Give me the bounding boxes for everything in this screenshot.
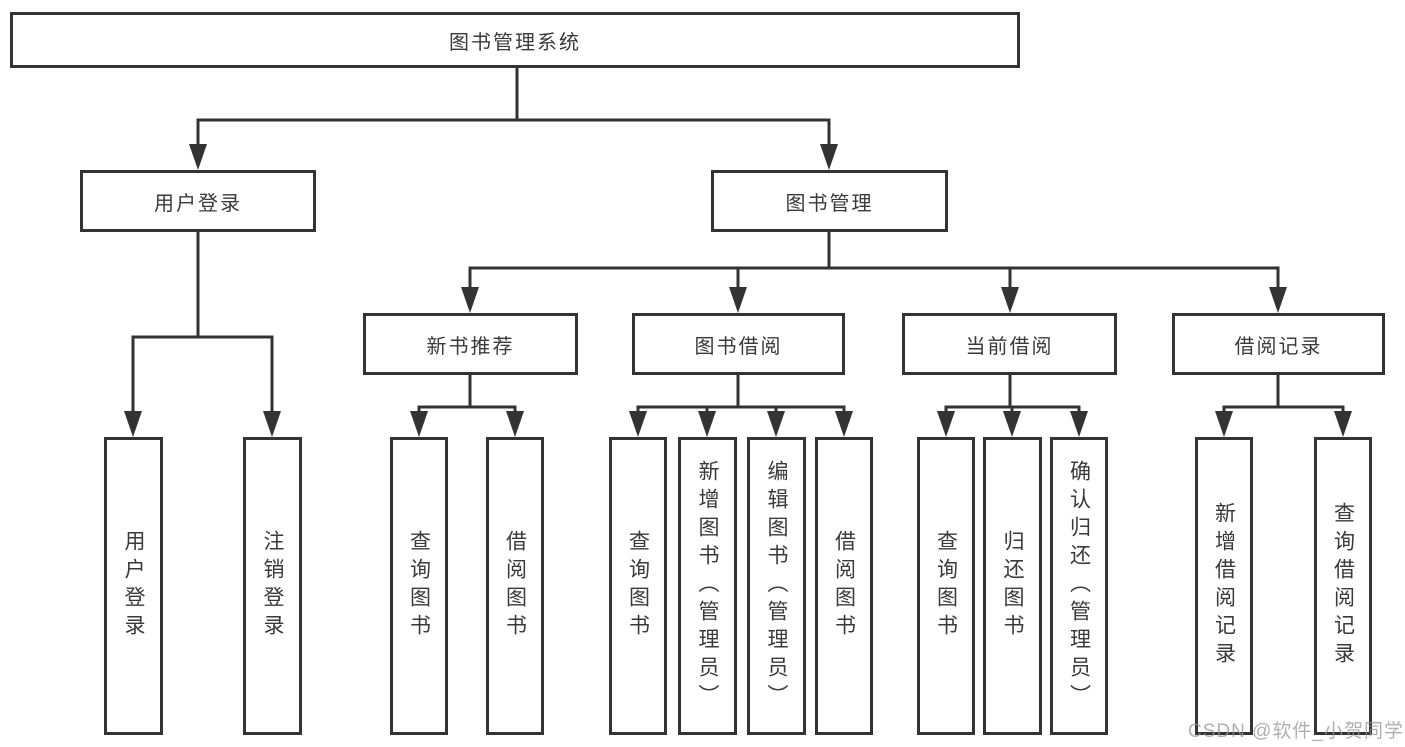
leaf-borrow-books: 借阅图书	[815, 437, 873, 735]
leaf-user-login: 用户登录	[104, 437, 163, 735]
leaf-edit-book-admin: 编辑图书（管理员）	[747, 437, 806, 735]
leaf-logout: 注销登录	[243, 437, 302, 735]
node-book-borrowing: 图书借阅	[632, 313, 845, 375]
leaf-query-books-current: 查询图书	[917, 437, 975, 735]
node-borrowing-records: 借阅记录	[1172, 313, 1385, 375]
leaf-return-books: 归还图书	[983, 437, 1042, 735]
leaf-confirm-return-admin: 确认归还（管理员）	[1050, 437, 1108, 735]
leaf-borrow-books-recommend: 借阅图书	[486, 437, 544, 735]
csdn-watermark: CSDN @软件_小贺同学	[1188, 721, 1404, 742]
leaf-query-books-borrow: 查询图书	[609, 437, 667, 735]
node-root: 图书管理系统	[10, 12, 1020, 68]
node-new-book-recommend: 新书推荐	[363, 313, 578, 375]
leaf-query-books-recommend: 查询图书	[390, 437, 448, 735]
leaf-add-borrow-record: 新增借阅记录	[1195, 437, 1253, 735]
leaf-add-book-admin: 新增图书（管理员）	[678, 437, 737, 735]
node-book-management: 图书管理	[711, 170, 948, 232]
arrowheads	[124, 144, 1352, 437]
node-current-borrowing: 当前借阅	[902, 313, 1117, 375]
node-user-login: 用户登录	[80, 170, 316, 232]
leaf-query-borrow-record: 查询借阅记录	[1314, 437, 1372, 735]
